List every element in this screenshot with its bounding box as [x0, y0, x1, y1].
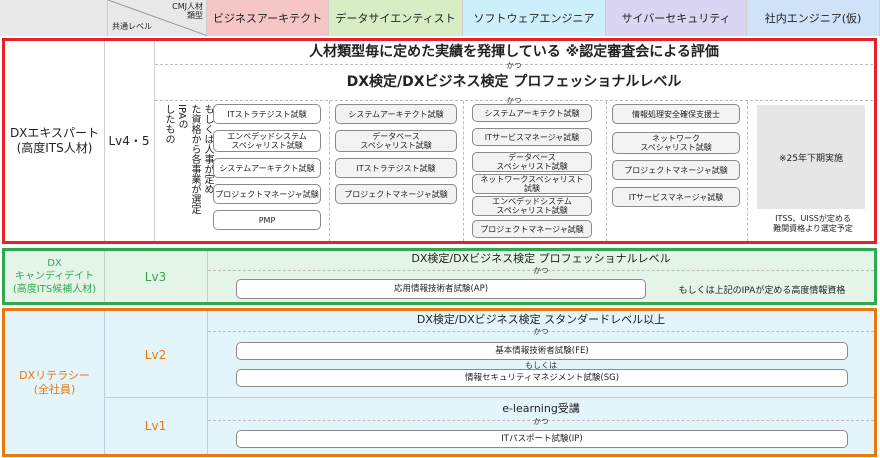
expert-vertical-note: もしくは人事が定め た資格から各事業が選定 IPAの したもの — [166, 104, 213, 214]
exam-pill: プロジェクトマネージャ試験 — [612, 160, 740, 180]
candidate-level: Lv3 — [144, 269, 167, 284]
exam-pill: プロジェクトマネージャ試験 — [335, 184, 457, 204]
expert-dash-1 — [155, 64, 873, 65]
literacy-dash-2 — [208, 420, 874, 421]
literacy-name: DXリテラシー (全社員) — [19, 368, 90, 396]
candidate-divider-2 — [207, 251, 208, 302]
exam-pill: ITサービスマネージャ試験 — [612, 187, 740, 207]
literacy-divider-2 — [207, 311, 208, 454]
candidate-divider-1 — [104, 251, 105, 302]
expert-level: Lv4・5 — [108, 133, 150, 148]
exam-pill: PMP — [213, 210, 321, 230]
exam-pill: ネットワーク スペシャリスト試験 — [612, 132, 740, 154]
header-diagonal — [108, 0, 208, 36]
header-col-data: データサイエンティスト — [329, 0, 463, 36]
exam-pill: ITサービスマネージャ試験 — [472, 128, 592, 146]
expert-title-2: DX検定/DXビジネス検定 プロフェッショナルレベル — [346, 74, 682, 90]
candidate-exam-pill: 応用情報技術者試験(AP) — [236, 279, 646, 299]
exam-pill: エンベデッドシステム スペシャリスト試験 — [213, 130, 321, 152]
internal-footnote: ITSS、UISSが定める 難関資格より選定予定 — [773, 214, 853, 233]
exam-pill: データベース スペシャリスト試験 — [335, 130, 457, 152]
literacy-lv1-title: e-learning受講 — [502, 402, 580, 415]
header-col-software: ソフトウェアエンジニア — [463, 0, 606, 36]
literacy-dash-1 — [208, 331, 874, 332]
expert-col-sep-3 — [606, 101, 607, 241]
exam-pill: データベース スペシャリスト試験 — [472, 152, 592, 172]
literacy-row-sep — [104, 397, 874, 398]
expert-divider-1 — [104, 41, 105, 241]
literacy-exam-ip: ITパスポート試験(IP) — [236, 430, 848, 448]
exam-pill: ITストラテジスト試験 — [335, 158, 457, 178]
header-col-business: ビジネスアーキテクト — [207, 0, 329, 36]
expert-katsu-1: かつ — [506, 61, 522, 70]
expert-col-sep-1 — [329, 101, 330, 241]
expert-section — [2, 38, 877, 244]
exam-pill: システムアーキテクト試験 — [213, 158, 321, 178]
candidate-name: DX キャンディデイト (高度ITS候補人材) — [12, 258, 97, 295]
literacy-lv2: Lv2 — [144, 347, 167, 362]
exam-pill: エンベデッドシステム スペシャリスト試験 — [472, 196, 592, 216]
exam-pill: プロジェクトマネージャ試験 — [213, 184, 321, 204]
literacy-or: もしくは — [525, 361, 557, 370]
expert-dash-2 — [155, 100, 873, 101]
literacy-katsu-1: かつ — [533, 327, 549, 336]
expert-col-sep-4 — [747, 101, 748, 241]
internal-note-box: ※25年下期実施 — [757, 105, 865, 209]
header-common-level: 共通レベル — [112, 22, 152, 31]
header-col-security: サイバーセキュリティ — [606, 0, 747, 36]
exam-pill: 情報処理安全確保支援士 — [612, 104, 740, 124]
candidate-or-note: もしくは上記のIPAが定める高度情報資格 — [678, 286, 846, 296]
exam-pill: システムアーキテクト試験 — [335, 104, 457, 124]
literacy-exam-sg: 情報セキュリティマネジメント試験(SG) — [236, 369, 848, 387]
candidate-dash — [208, 270, 874, 271]
literacy-divider-1 — [104, 311, 105, 454]
expert-col-sep-2 — [463, 101, 464, 241]
candidate-katsu: かつ — [533, 266, 549, 275]
literacy-exam-fe: 基本情報技術者試験(FE) — [236, 342, 848, 360]
expert-divider-2 — [154, 41, 155, 241]
header-cmj-type: CMJ人材 類型 — [172, 2, 203, 20]
expert-name: DXエキスパート (高度ITS人材) — [9, 126, 100, 155]
header-corner: 共通レベル CMJ人材 類型 — [107, 0, 208, 36]
exam-pill: ネットワークスペシャリスト 試験 — [472, 174, 592, 194]
candidate-title: DX検定/DXビジネス検定 プロフェッショナルレベル — [411, 252, 671, 265]
exam-pill: ITストラテジスト試験 — [213, 104, 321, 124]
exam-pill: システムアーキテクト試験 — [472, 104, 592, 122]
expert-katsu-2: かつ — [506, 96, 522, 105]
literacy-lv1: Lv1 — [144, 419, 167, 433]
expert-title-1: 人材類型毎に定めた実績を発揮している ※認定審査会による評価 — [309, 44, 719, 60]
header-col-internal: 社内エンジニア(仮) — [747, 0, 880, 36]
literacy-lv2-title: DX検定/DXビジネス検定 スタンダードレベル以上 — [416, 313, 666, 326]
literacy-katsu-2: かつ — [533, 417, 549, 426]
exam-pill: プロジェクトマネージャ試験 — [472, 220, 592, 238]
